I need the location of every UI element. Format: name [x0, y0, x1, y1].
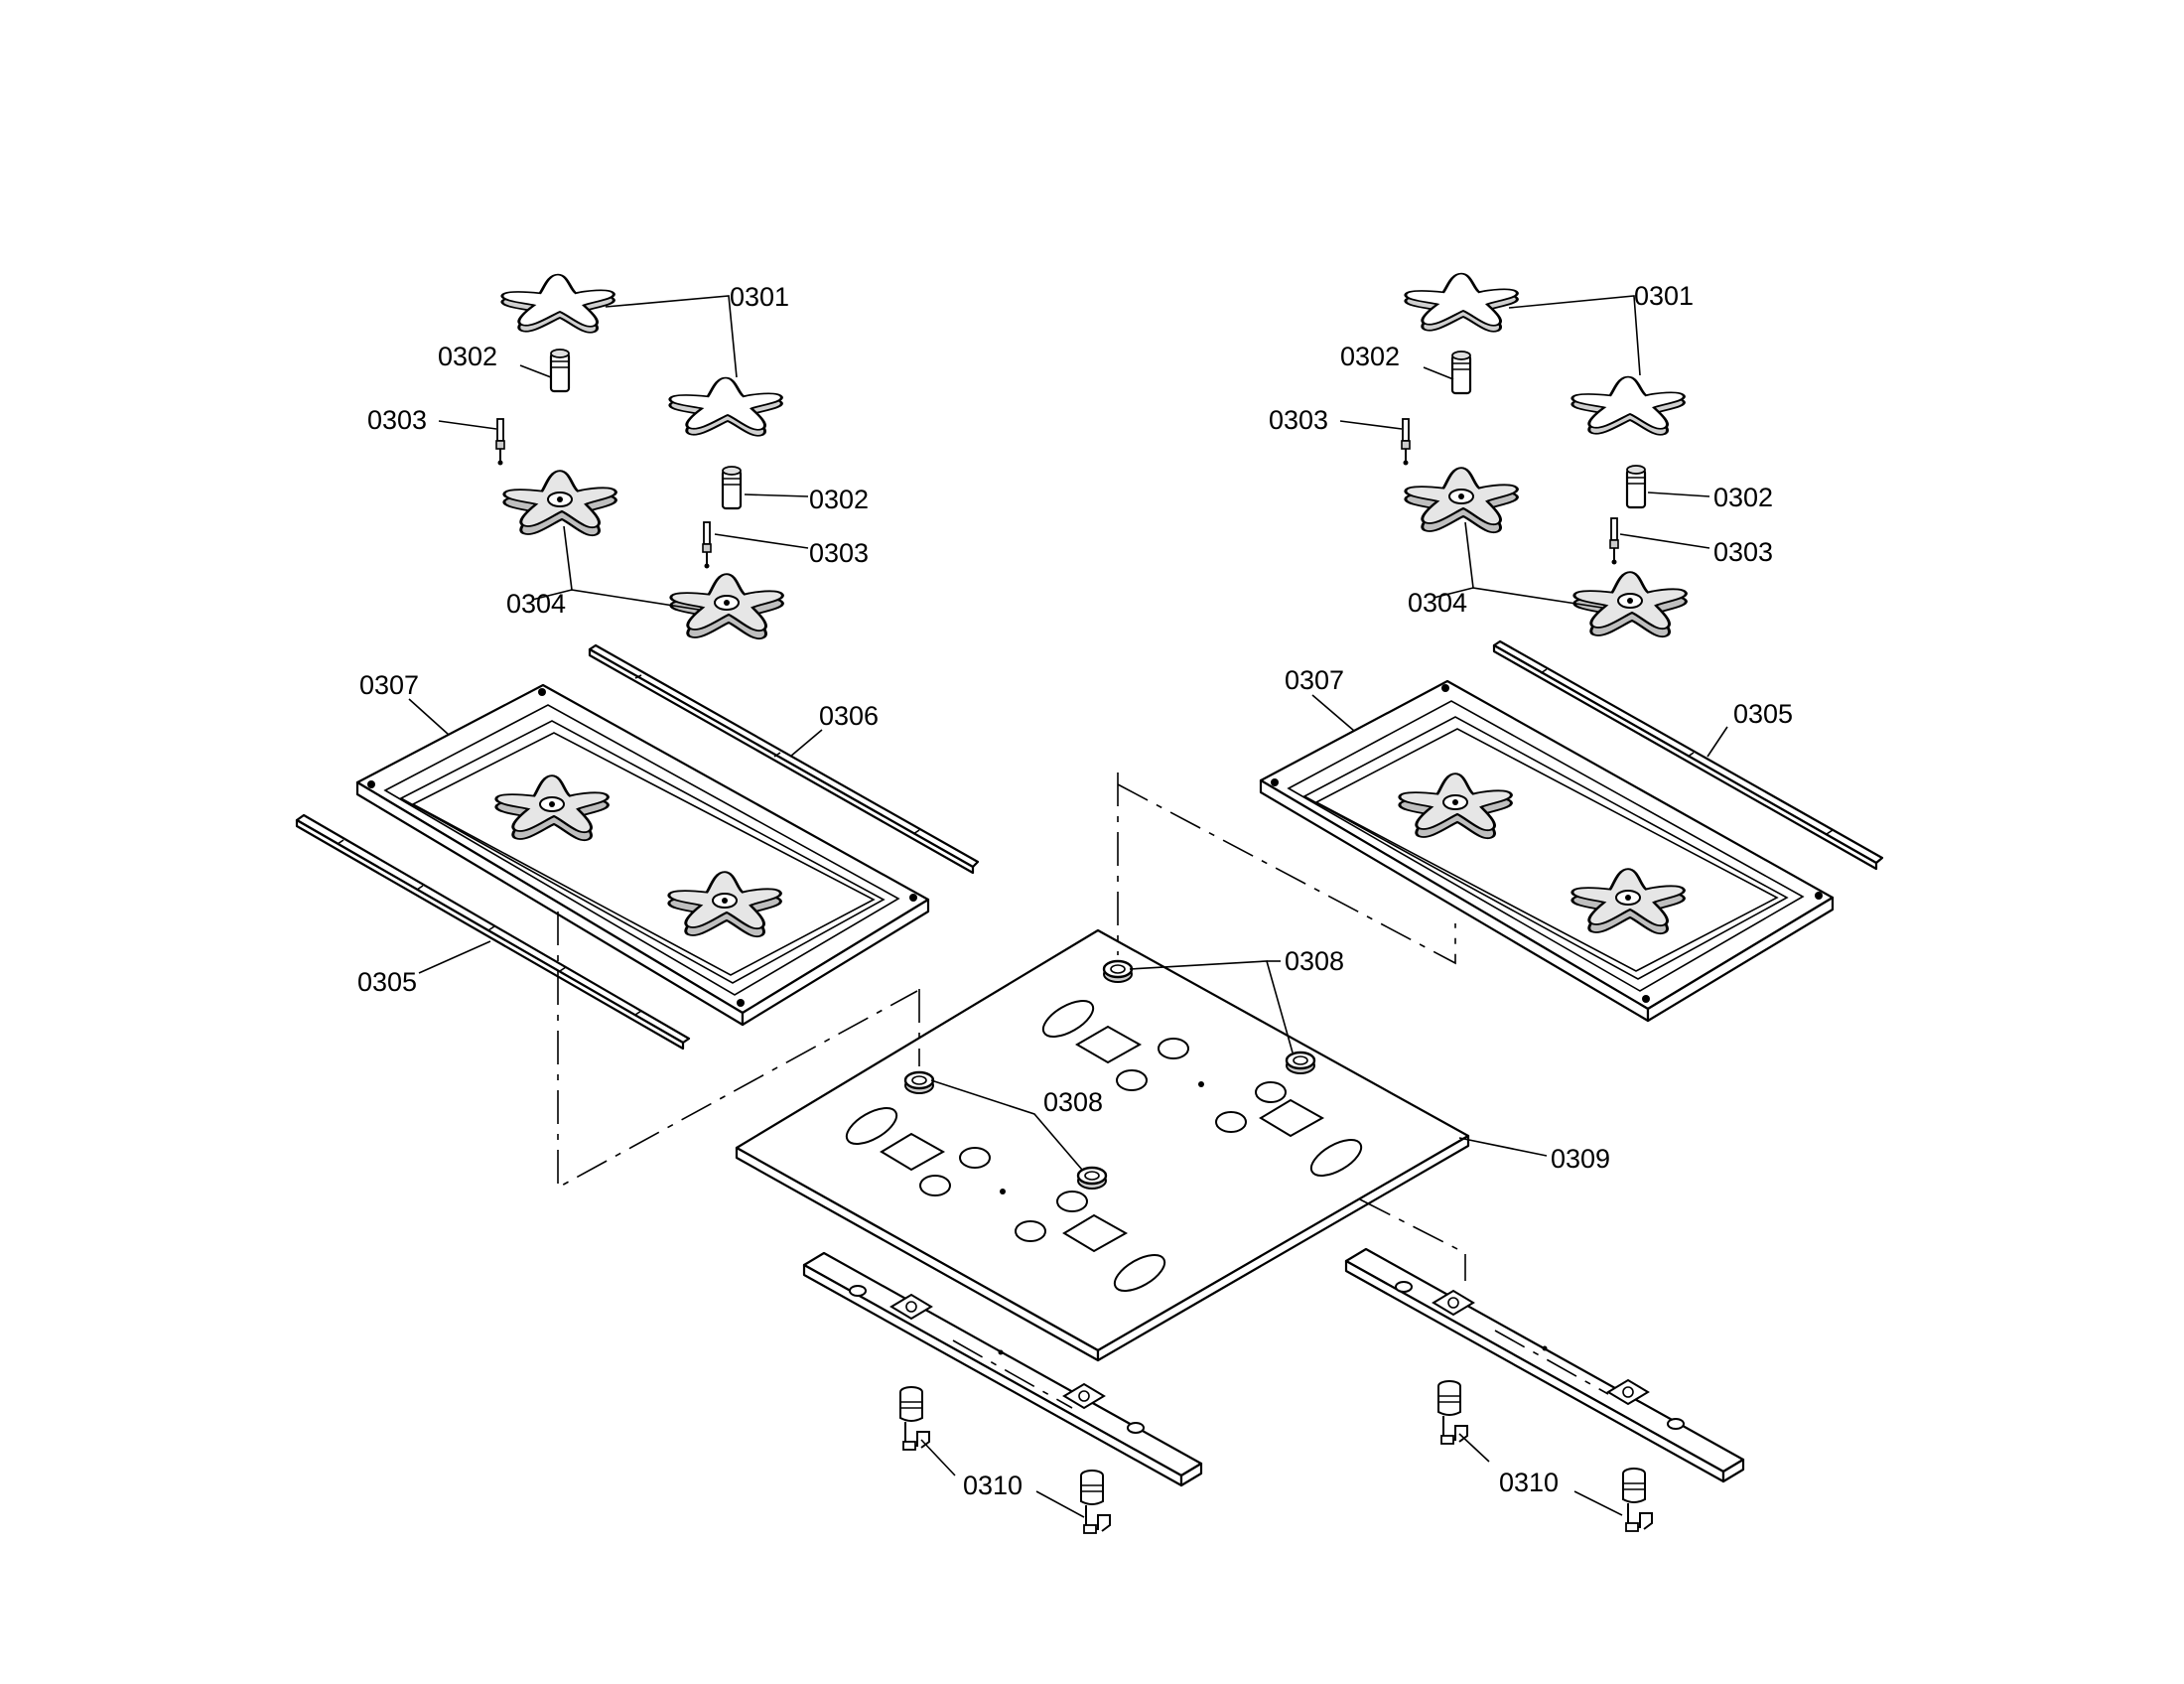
left-electrode-lower — [702, 521, 712, 570]
label-0305-right: 0305 — [1733, 699, 1793, 729]
label-0304-right: 0304 — [1408, 588, 1467, 618]
base-plate — [735, 928, 1470, 1362]
right-injector-lower — [1625, 464, 1647, 509]
label-0302-right-upper: 0302 — [1340, 342, 1400, 371]
part-labels: 0301 0302 0303 0302 0303 0304 0307 0306 … — [357, 281, 1793, 1500]
left-injector-upper — [549, 348, 571, 393]
alignment-lines — [557, 772, 1609, 1409]
label-0302-left-upper: 0302 — [438, 342, 497, 371]
left-burner-cap-lower — [670, 378, 782, 436]
left-rail-back — [588, 643, 980, 875]
grommet-lower-left — [903, 1070, 935, 1095]
right-valve-bracket — [1344, 1247, 1745, 1483]
left-burner-assembly — [295, 275, 980, 1051]
right-burner-base-lower — [1574, 572, 1687, 636]
label-0301-right: 0301 — [1634, 281, 1694, 311]
left-burner-tray — [355, 683, 930, 1027]
valve-right-b — [1622, 1468, 1653, 1532]
label-0302-right-lower: 0302 — [1713, 483, 1773, 512]
label-0305-left: 0305 — [357, 967, 417, 997]
label-0302-left-lower: 0302 — [809, 485, 869, 514]
right-electrode-lower — [1609, 517, 1619, 566]
left-valve-bracket — [802, 1251, 1203, 1487]
left-injector-lower — [721, 465, 743, 510]
valve-left-b — [1080, 1470, 1111, 1534]
left-burner-cap-upper — [502, 275, 614, 333]
right-burner-base-upper — [1406, 468, 1518, 532]
right-electrode-upper — [1401, 418, 1411, 467]
right-burner-tray — [1259, 679, 1835, 1023]
label-0303-right-upper: 0303 — [1269, 405, 1328, 435]
grommet-upper-left — [1102, 959, 1134, 984]
left-burner-base-upper — [504, 471, 616, 535]
grommet-upper-right — [1285, 1051, 1316, 1075]
label-0301-left: 0301 — [730, 282, 789, 312]
label-0309: 0309 — [1551, 1144, 1610, 1174]
label-0303-right-lower: 0303 — [1713, 537, 1773, 567]
label-0307-left: 0307 — [359, 670, 419, 700]
right-rail-back — [1492, 639, 1884, 871]
label-0308-mid: 0308 — [1043, 1087, 1103, 1117]
valve-left-a — [899, 1386, 930, 1451]
label-0307-right: 0307 — [1285, 665, 1344, 695]
label-0304-left: 0304 — [506, 589, 566, 619]
right-burner-cap-lower — [1572, 377, 1685, 435]
leader-lines — [408, 295, 1728, 1518]
left-rail-front — [295, 813, 691, 1051]
label-0310-right: 0310 — [1499, 1468, 1559, 1497]
right-burner-cap-upper — [1406, 274, 1518, 332]
left-burner-base-lower — [671, 574, 783, 638]
label-0310-left: 0310 — [963, 1471, 1023, 1500]
label-0303-left-lower: 0303 — [809, 538, 869, 568]
valve-right-a — [1437, 1380, 1468, 1445]
right-injector-upper — [1450, 350, 1472, 395]
grommet-lower-right — [1076, 1166, 1108, 1191]
left-electrode-upper — [495, 418, 505, 467]
right-burner-assembly — [1259, 274, 1884, 1023]
label-0306-left: 0306 — [819, 701, 879, 731]
label-0308-top: 0308 — [1285, 946, 1344, 976]
label-0303-left-upper: 0303 — [367, 405, 427, 435]
